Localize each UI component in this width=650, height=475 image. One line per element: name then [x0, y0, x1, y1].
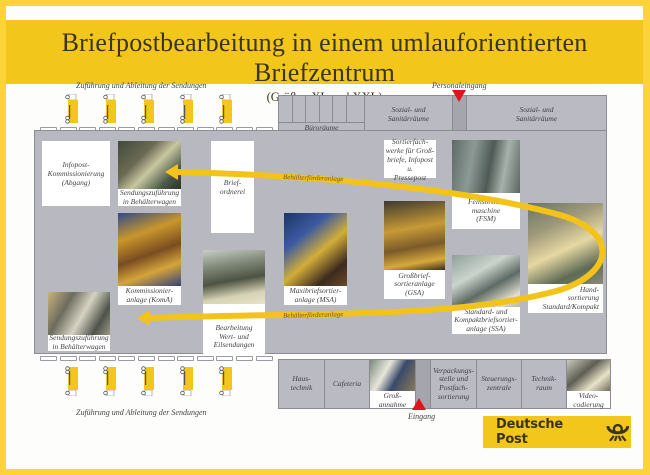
room-social-2: Sozial- und Sanitärräume — [466, 95, 607, 135]
photo-feed-top — [118, 141, 181, 189]
brand-name: Deutsche Post — [496, 417, 563, 447]
truck-icon — [180, 366, 194, 397]
station-feed-bottom: Sendungszuführung in Behälterwagen — [48, 292, 110, 351]
conveyor-arrow-top-icon — [165, 164, 178, 180]
loading-dock — [216, 356, 234, 361]
loading-dock — [138, 356, 155, 361]
brand-logo: Deutsche Post — [483, 416, 631, 448]
posthorn-icon — [606, 423, 630, 442]
room-technik-label: Technik- raum — [531, 374, 557, 392]
conveyor-arrow-bottom-icon — [137, 310, 150, 326]
station-wert-label: Bearbeitung Wert- und Eilsendungen — [213, 323, 255, 350]
entrance-marker-icon — [412, 398, 426, 410]
room-grossannahme: Groß- annahme — [369, 359, 416, 409]
truck-icon — [65, 93, 79, 124]
loading-dock — [118, 356, 136, 361]
photo-wert — [203, 250, 265, 304]
page-title: Briefpostbearbeitung in einem umlauforie… — [61, 28, 588, 87]
truck-icon — [103, 93, 117, 124]
truck-icon — [219, 93, 233, 124]
supply-caption-top: Zuführung und Ableitung der Sendungen — [76, 81, 207, 90]
station-koma: Kommissionier- anlage (KomA) — [118, 213, 181, 305]
photo-fsm — [452, 140, 520, 193]
room-video: Video- codierung — [566, 359, 611, 409]
station-sortierfachwerke: Sortierfach- werke für Groß- briefe, Inf… — [384, 136, 436, 182]
truck-icon — [219, 366, 233, 397]
room-social-2-label: Sozial- und Sanitärräume — [515, 105, 558, 123]
station-msa: Maxibriefsortier- anlage (MSA) — [284, 213, 347, 305]
room-steuerung: Steuerungs- zentrale — [476, 359, 522, 409]
photo-video — [567, 360, 610, 391]
conveyor-label-bottom: Behälterförderanlage — [282, 310, 344, 320]
room-cafeteria: Cafeteria — [324, 359, 370, 409]
supply-caption-bottom: Zuführung und Ableitung der Sendungen — [76, 408, 207, 417]
room-social-1: Sozial- und Sanitärräume — [364, 95, 453, 135]
station-ssa-label: Standard- und Kompaktbriefsortier- anlag… — [454, 306, 518, 333]
truck-icon — [141, 366, 155, 397]
station-feed-top-label: Sendungszuführung in Behälterwagen — [119, 187, 180, 206]
loading-dock — [196, 356, 214, 361]
room-offices-label: Büroräume — [304, 123, 339, 133]
photo-gsa — [384, 201, 445, 270]
loading-dock — [177, 356, 195, 361]
station-infopost: Infopost- Kommissionierung (Abgang) — [42, 141, 110, 206]
photo-koma — [118, 213, 181, 286]
station-ssa: Standard- und Kompaktbriefsortier- anlag… — [452, 255, 520, 334]
room-grossannahme-label: Groß- annahme — [378, 391, 407, 409]
loading-dock — [255, 356, 273, 361]
loading-dock — [98, 356, 116, 361]
station-wert: Bearbeitung Wert- und Eilsendungen — [203, 250, 265, 356]
station-feed-top: Sendungszuführung in Behälterwagen — [118, 141, 181, 206]
photo-msa — [284, 213, 347, 286]
station-feed-bottom-label: Sendungszuführung in Behälterwagen — [49, 333, 109, 351]
entrance-label: Eingang — [408, 412, 436, 421]
truck-icon — [141, 93, 155, 124]
station-msa-label: Maxibriefsortier- anlage (MSA) — [289, 285, 342, 304]
room-verpackung: Verpackungs- stelle und Postfach- sortie… — [430, 359, 477, 409]
station-gsa-label: Großbrief- sortieranlage (GSA) — [394, 270, 435, 297]
truck-icon — [103, 366, 117, 397]
room-steuerung-label: Steuerungs- zentrale — [481, 374, 517, 392]
loading-dock — [40, 356, 57, 361]
room-technik: Technik- raum — [521, 359, 567, 409]
loading-dock — [59, 356, 77, 361]
loading-dock — [236, 356, 253, 361]
room-haustechnik-label: Haus- technik — [290, 374, 313, 392]
staff-entrance-label: Personaleingang — [432, 81, 487, 90]
room-verpackung-label: Verpackungs- stelle und Postfach- sortie… — [433, 365, 474, 401]
loading-dock — [79, 356, 97, 361]
photo-grossannahme — [370, 360, 415, 391]
station-briefordnerei: Brief- ordnerei — [211, 141, 254, 233]
photo-feed-bottom — [48, 292, 110, 335]
loading-dock — [157, 356, 175, 361]
conveyor-path — [147, 169, 606, 321]
room-video-label: Video- codierung — [573, 391, 604, 409]
station-hand-label: Hand- sortierung Standard/Kompakt — [542, 284, 599, 311]
station-gsa: Großbrief- sortieranlage (GSA) — [384, 201, 445, 299]
room-cafeteria-label: Cafeteria — [332, 378, 362, 388]
truck-icon — [180, 93, 194, 124]
staff-entrance-marker-icon — [452, 90, 466, 102]
truck-icon — [65, 366, 79, 397]
room-haustechnik: Haus- technik — [278, 359, 325, 409]
station-koma-label: Kommissionier- anlage (KomA) — [125, 285, 174, 304]
room-social-1-label: Sozial- und Sanitärräume — [387, 105, 430, 123]
